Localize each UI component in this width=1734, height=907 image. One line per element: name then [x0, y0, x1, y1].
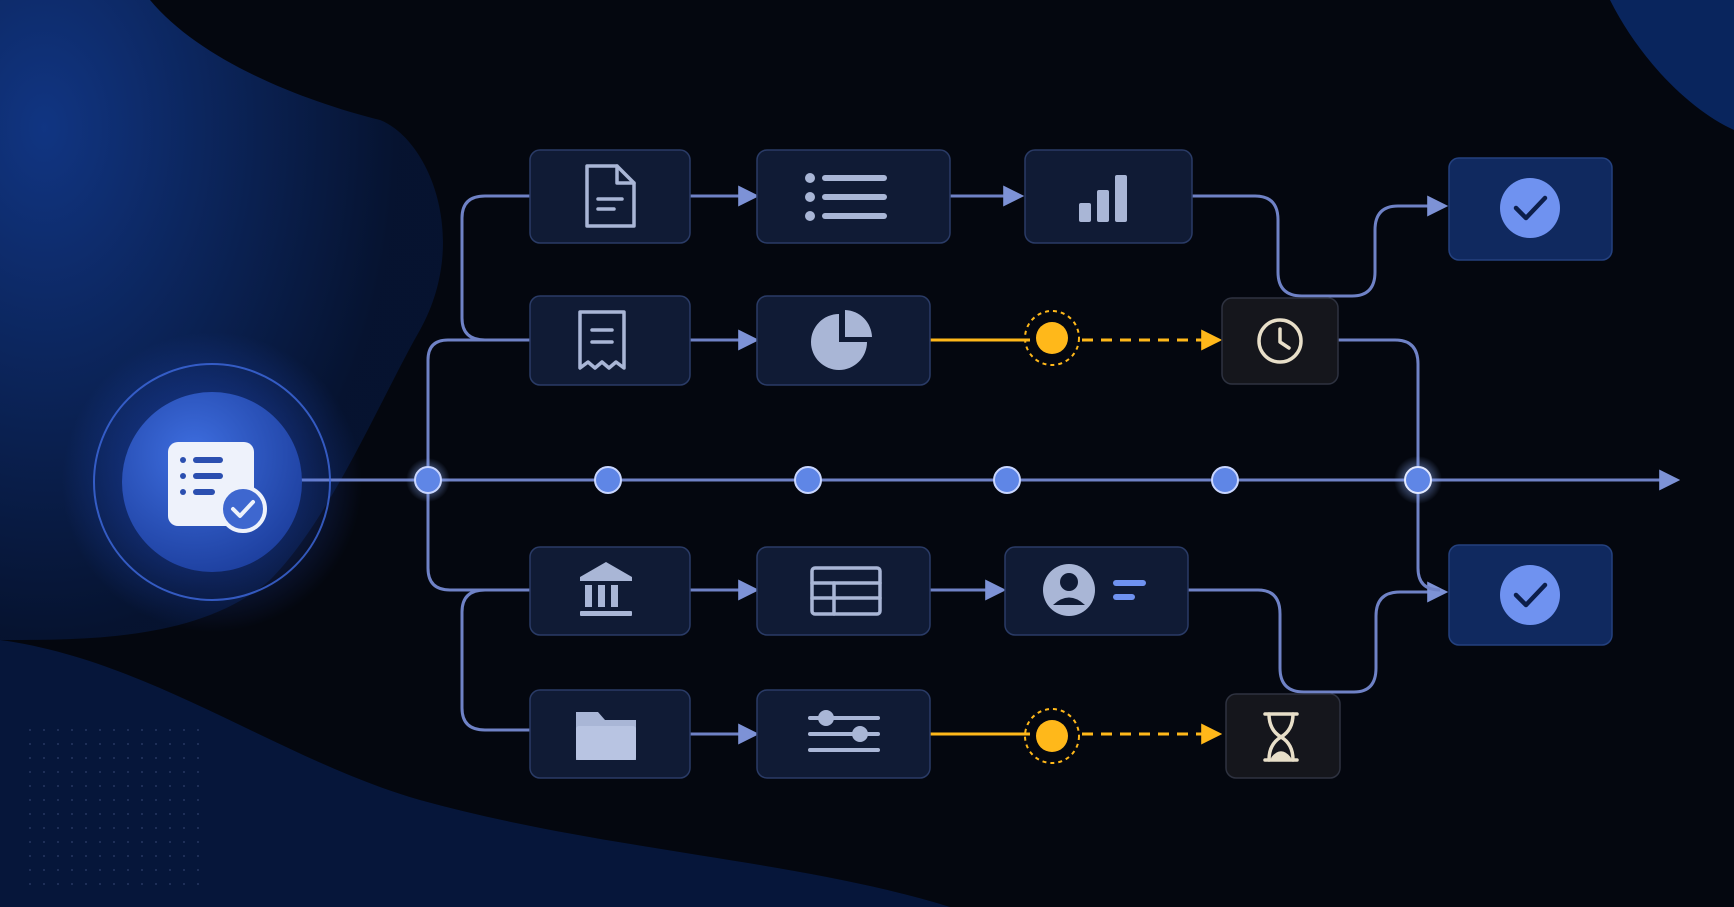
track-node[interactable]: [1394, 456, 1442, 504]
dot-pattern: [20, 720, 200, 890]
checklist-icon: [168, 442, 267, 533]
amber-nodes: [1024, 310, 1080, 764]
branch-bottom-split: [460, 588, 530, 732]
card-done-bottom[interactable]: [1448, 544, 1613, 646]
pending-connectors: [930, 329, 1223, 745]
table-icon: [810, 566, 882, 616]
conn-track-done-bottom: [1416, 480, 1441, 592]
connectors: [300, 185, 1681, 745]
bar-chart-icon: [1079, 175, 1127, 222]
sliders-icon: [808, 710, 880, 752]
card-user-profile[interactable]: [1004, 546, 1189, 636]
user-profile-icon: [1043, 564, 1146, 616]
card-pending-hourglass[interactable]: [1225, 693, 1341, 779]
blob-bottom: [0, 640, 950, 907]
card-bullet-list[interactable]: [756, 149, 951, 244]
card-receipt[interactable]: [529, 295, 691, 386]
conn-clock-track: [1338, 338, 1420, 480]
track-node[interactable]: [1211, 466, 1239, 494]
card-pie-chart[interactable]: [756, 295, 931, 386]
card-pending-clock[interactable]: [1221, 297, 1339, 385]
track-node[interactable]: [993, 466, 1021, 494]
hub[interactable]: [62, 332, 362, 632]
branch-upper-split: [426, 338, 530, 480]
blob-top-right: [1610, 0, 1734, 130]
card-sliders[interactable]: [756, 689, 931, 779]
card-bank[interactable]: [529, 546, 691, 636]
folder-icon: [576, 712, 636, 760]
check-circle-icon: [1500, 565, 1560, 625]
clock-icon: [1257, 318, 1303, 364]
track-node[interactable]: [794, 466, 822, 494]
branch-lower-split: [426, 480, 530, 592]
track-nodes: [406, 456, 1442, 504]
branch-top-split: [460, 194, 530, 342]
conn-user-done: [1188, 581, 1449, 694]
card-done-top[interactable]: [1448, 157, 1613, 261]
pie-chart-icon: [811, 310, 872, 370]
document-icon: [585, 164, 636, 228]
receipt-icon: [578, 310, 626, 370]
conn-bars-done: [1192, 194, 1449, 298]
pending-node-top: [1024, 310, 1080, 366]
cards: [529, 149, 1613, 779]
pending-node-bottom: [1024, 708, 1080, 764]
hourglass-icon: [1263, 712, 1299, 762]
track-node[interactable]: [594, 466, 622, 494]
card-folder[interactable]: [529, 689, 691, 779]
track-node[interactable]: [406, 458, 450, 502]
card-bar-chart[interactable]: [1024, 149, 1193, 244]
card-table[interactable]: [756, 546, 931, 636]
check-circle-icon: [1500, 178, 1560, 238]
bank-icon: [580, 562, 632, 616]
card-document[interactable]: [529, 149, 691, 244]
bullet-list-icon: [805, 173, 887, 221]
